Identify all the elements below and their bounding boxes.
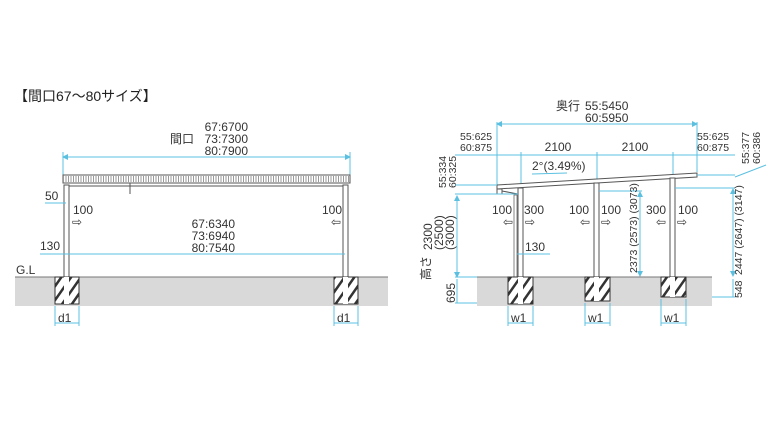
width-value-67: 67:6700 — [205, 120, 249, 134]
footing-right-label: d1 — [337, 311, 351, 325]
roof-left-height-55: 55:334 — [437, 156, 449, 188]
dim-50: 50 — [45, 189, 59, 203]
arrow-left-icon: ⇦ — [656, 215, 666, 229]
depth-label: 奥行 — [556, 99, 580, 113]
roof-right-height-55: 55:377 — [740, 132, 752, 164]
arrow-left-icon: ⇦ — [580, 215, 590, 229]
overhang-left-55: 55:625 — [460, 131, 492, 143]
rear-post-height: 2447 (2647) (3147) — [733, 185, 745, 275]
arrow-right-icon: ⇨ — [525, 215, 535, 229]
front-post — [517, 187, 524, 278]
offset-4: 100 — [601, 203, 621, 217]
arrow-left-icon: ⇦ — [503, 215, 513, 229]
rear-embed: 548 — [733, 280, 745, 298]
inner-value-80: 80:7540 — [192, 241, 236, 255]
diagram-title: 【間口67〜80サイズ】 — [14, 88, 157, 104]
embed-depth: 695 — [444, 283, 458, 303]
side-dim-130: 130 — [525, 240, 545, 254]
height-value-2500: (2500) — [432, 215, 446, 250]
depth-value-60: 60:5950 — [585, 111, 629, 125]
side-view: 奥行 55:5450 60:5950 55:625 60:875 55:625 … — [418, 99, 767, 326]
width-value-80: 80:7900 — [205, 144, 249, 158]
offset-5: 300 — [646, 203, 666, 217]
arrow-right-icon: ⇨ — [677, 215, 687, 229]
left-post — [63, 184, 70, 278]
footing-left-label: d1 — [58, 311, 72, 325]
ground-label: G.L — [16, 263, 36, 277]
overhang-right-55: 55:625 — [697, 131, 729, 143]
roof-side — [496, 172, 698, 190]
span-2: 2100 — [622, 140, 649, 154]
gutter-pipe — [513, 194, 518, 278]
offset-3: 100 — [569, 203, 589, 217]
offset-right: 100 — [322, 203, 342, 217]
dim-130: 130 — [40, 239, 60, 253]
middle-post — [593, 182, 600, 278]
mid-post-height: 2373 (2573) (3073) — [628, 183, 640, 273]
front-view: 67:6700 間口 73:7300 80:7900 50 100 ⇨ 100 … — [15, 120, 388, 326]
depth-value-55: 55:5450 — [585, 99, 629, 113]
right-post — [342, 184, 349, 278]
arrow-right-icon: ⇨ — [601, 215, 611, 229]
width-label: 間口 — [170, 132, 194, 146]
inner-value-73: 73:6940 — [192, 229, 236, 243]
height-label: 高さ — [418, 256, 433, 280]
footing-middle-label: w1 — [587, 311, 604, 325]
arrow-right-icon: ⇨ — [72, 215, 82, 229]
overhang-right-60: 60:875 — [697, 142, 729, 154]
roof-right-height-60: 60:386 — [751, 132, 763, 164]
footing-rear-label: w1 — [663, 311, 680, 325]
slope-label: 2°(3.49%) — [532, 159, 586, 173]
roof-left-height-60: 60:325 — [447, 156, 459, 188]
rear-post — [669, 177, 676, 278]
offset-left: 100 — [73, 203, 93, 217]
offset-6: 100 — [678, 203, 698, 217]
span-1: 2100 — [545, 140, 572, 154]
width-value-73: 73:7300 — [205, 132, 249, 146]
offset-1: 100 — [492, 203, 512, 217]
footing-front-label: w1 — [510, 311, 527, 325]
height-value-2300: 2300 — [421, 223, 435, 250]
inner-value-67: 67:6340 — [192, 217, 236, 231]
overhang-left-60: 60:875 — [460, 142, 492, 154]
height-value-3000: (3000) — [443, 215, 457, 250]
offset-2: 300 — [524, 203, 544, 217]
arrow-left-icon: ⇦ — [331, 215, 341, 229]
